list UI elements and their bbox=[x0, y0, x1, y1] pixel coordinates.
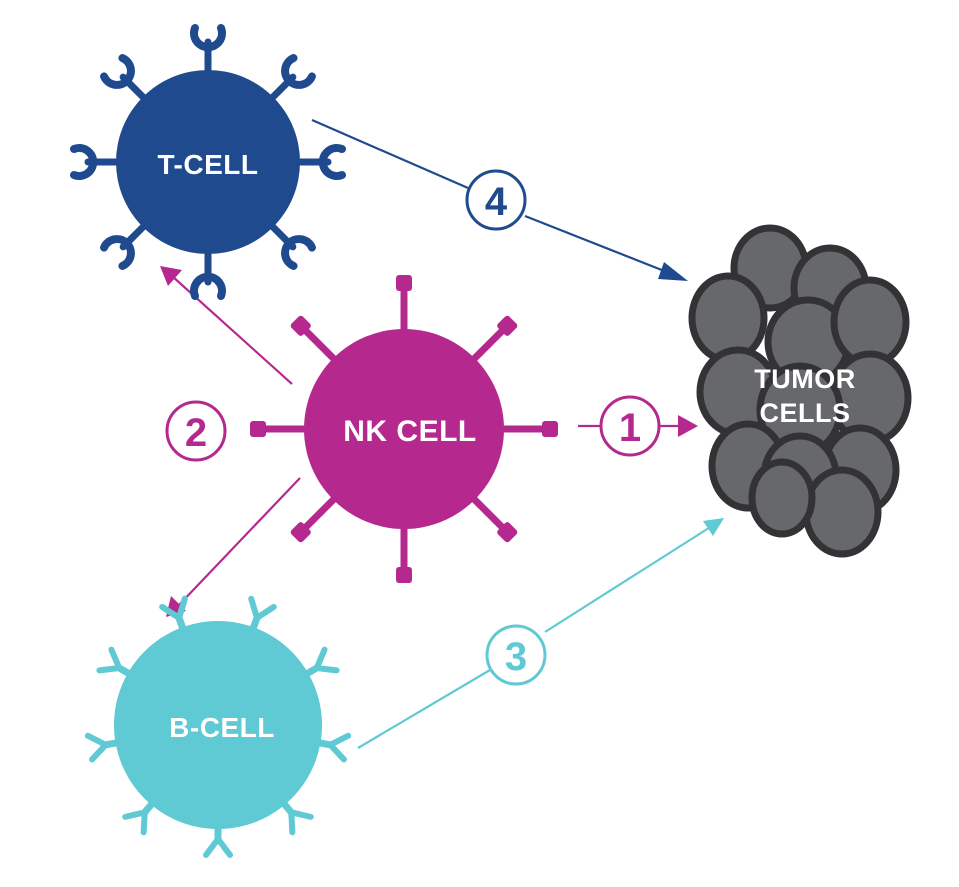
t-cell-body bbox=[116, 70, 300, 254]
wrench-receptor-icon bbox=[190, 244, 226, 300]
step-badges: 4 1 2 3 bbox=[165, 169, 661, 686]
b-cell-label: B-CELL bbox=[169, 712, 275, 743]
step-number: 1 bbox=[619, 406, 641, 450]
arrow-3-line bbox=[544, 525, 713, 633]
step-badge-3: 3 bbox=[485, 624, 547, 686]
b-cell: B-CELL bbox=[84, 595, 352, 858]
arrow-3-line bbox=[357, 669, 491, 749]
tumor-label-line1: TUMOR bbox=[754, 364, 855, 394]
tumor-label-line2: CELLS bbox=[759, 398, 850, 428]
stud-receptor-icon bbox=[250, 421, 314, 437]
wrench-receptor-icon bbox=[70, 144, 126, 180]
step-badge-2: 2 bbox=[165, 400, 227, 462]
tumor-cell bbox=[688, 272, 768, 364]
step-number: 4 bbox=[485, 180, 508, 224]
stud-receptor-icon bbox=[466, 315, 518, 367]
nk-cell-body bbox=[304, 329, 504, 529]
step-badge-1: 1 bbox=[599, 395, 661, 457]
arrow-4-line bbox=[524, 214, 683, 280]
step-badge-4: 4 bbox=[465, 169, 527, 231]
step-number: 3 bbox=[505, 635, 527, 679]
stud-receptor-icon bbox=[290, 491, 342, 543]
arrow-4-head bbox=[658, 262, 688, 281]
nk-cell: NK CELL bbox=[250, 275, 558, 583]
stud-receptor-icon-group bbox=[250, 275, 558, 583]
arrow-3-head bbox=[703, 518, 724, 536]
t-cell: T-CELL bbox=[70, 24, 346, 300]
stud-receptor-icon bbox=[290, 315, 342, 367]
y-antibody-receptor-icon-group bbox=[84, 595, 352, 858]
tumor-cell bbox=[802, 466, 882, 558]
arrow-1-head bbox=[678, 415, 698, 437]
stud-receptor-icon bbox=[396, 275, 412, 339]
stud-receptor-icon bbox=[494, 421, 558, 437]
arrow-2-down-line bbox=[177, 477, 301, 607]
b-cell-body bbox=[114, 621, 322, 829]
arrow-2-up-head bbox=[160, 266, 182, 286]
stud-receptor-icon bbox=[466, 491, 518, 543]
tumor-cells-cluster bbox=[688, 224, 912, 558]
tumor-cell bbox=[748, 458, 816, 538]
t-cell-label: T-CELL bbox=[158, 149, 259, 180]
stud-receptor-icon bbox=[396, 519, 412, 583]
wrench-receptor-icon bbox=[290, 144, 346, 180]
wrench-receptor-icon bbox=[190, 24, 226, 80]
arrow-4-line bbox=[311, 118, 469, 190]
nk-cell-label: NK CELL bbox=[343, 415, 477, 448]
step-number: 2 bbox=[185, 411, 207, 455]
